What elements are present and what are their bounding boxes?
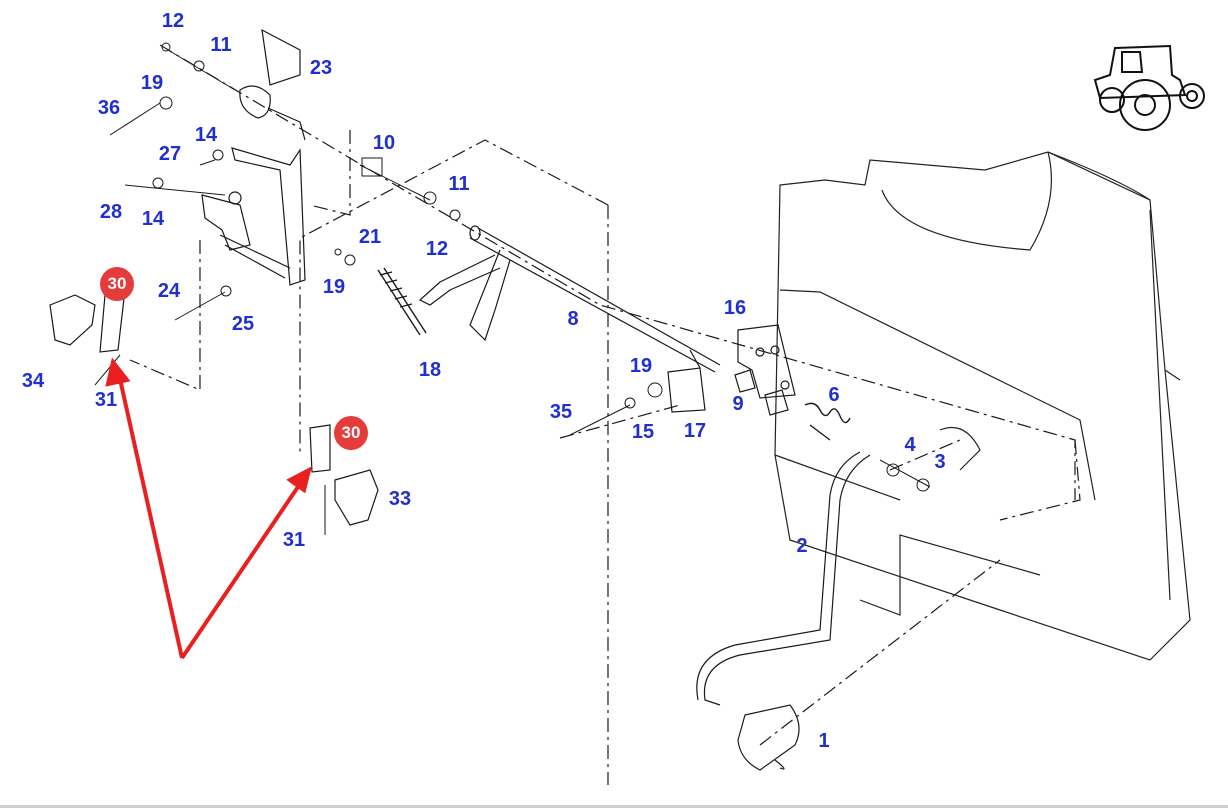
callout-number: 6 <box>828 384 840 406</box>
callout-number: 17 <box>683 420 707 442</box>
construction-line <box>559 404 681 439</box>
construction-line <box>889 439 961 471</box>
callout-number: 14 <box>194 124 218 146</box>
callout-number: 31 <box>94 389 118 411</box>
callout-number: 11 <box>448 173 470 195</box>
callout-number: 19 <box>140 72 164 94</box>
highlight-arrows <box>105 357 313 660</box>
return-spring <box>804 402 851 441</box>
hardware-leaders <box>94 42 931 535</box>
pedal-assembly <box>696 451 871 771</box>
construction-line <box>129 240 201 391</box>
spring <box>377 267 427 336</box>
callout-number: 25 <box>231 313 255 335</box>
callout-number: 33 <box>388 488 412 510</box>
bottom-divider <box>0 805 1228 808</box>
callout-number: 23 <box>309 57 333 79</box>
sensor-34 <box>49 294 96 346</box>
callout-number: 18 <box>418 359 442 381</box>
linkage-fork <box>418 249 511 342</box>
arrowhead-right <box>286 466 313 494</box>
callout-number: 14 <box>141 208 165 230</box>
hotspot-badge[interactable]: 30 <box>334 416 368 450</box>
construction-line <box>309 130 351 216</box>
callout-number: 9 <box>732 393 744 415</box>
hotspot-badge[interactable]: 30 <box>100 267 134 301</box>
cab-panel <box>774 151 1191 661</box>
sensor-33 <box>334 469 379 526</box>
construction-line <box>999 439 1081 521</box>
pedal-bracket <box>201 28 306 286</box>
callout-number: 27 <box>158 143 182 165</box>
callout-number: 4 <box>904 434 916 456</box>
callout-number: 21 <box>358 226 382 248</box>
callout-number: 8 <box>567 308 579 330</box>
callout-number: 35 <box>549 401 573 423</box>
callout-number: 11 <box>210 34 232 56</box>
mounting-plate <box>667 324 796 413</box>
construction-line <box>759 559 1001 746</box>
callout-number: 15 <box>631 421 655 443</box>
callout-number: 2 <box>796 535 808 557</box>
callout-number: 12 <box>425 238 449 260</box>
construction-line <box>159 44 1076 500</box>
arrowhead-left <box>105 357 131 387</box>
callout-number: 16 <box>723 297 747 319</box>
bushings <box>734 369 789 416</box>
shaft <box>469 225 721 373</box>
callout-number: 36 <box>97 97 121 119</box>
callout-number: 3 <box>934 451 946 473</box>
callout-number: 10 <box>372 132 396 154</box>
callout-number: 34 <box>21 370 45 392</box>
callout-number: 24 <box>157 280 181 302</box>
callout-number: 12 <box>161 10 185 32</box>
callout-number: 28 <box>99 201 123 223</box>
construction-line <box>299 139 609 455</box>
callout-number: 1 <box>818 730 830 752</box>
tractor-icon <box>1093 44 1205 131</box>
callout-number: 19 <box>322 276 346 298</box>
callout-number: 31 <box>282 529 306 551</box>
callout-number: 19 <box>629 355 653 377</box>
